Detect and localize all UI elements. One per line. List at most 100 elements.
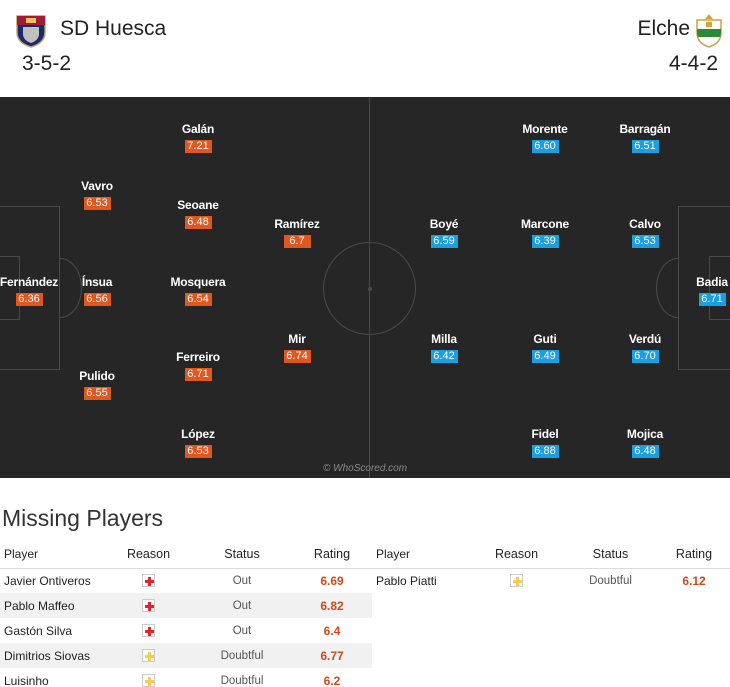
header-player[interactable]: Player — [0, 540, 105, 569]
player-rating: 6.88 — [531, 445, 559, 458]
whoscored-watermark: © WhoScored.com — [323, 463, 408, 474]
injury-icon[interactable] — [142, 624, 155, 637]
elche-crest-icon[interactable] — [692, 12, 726, 48]
missing-status: Out — [232, 574, 252, 587]
player-rating: 6.71 — [184, 368, 212, 381]
player-rating: 6.48 — [631, 445, 659, 458]
missing-player-name[interactable]: Pablo Maffeo — [0, 593, 105, 618]
missing-status: Out — [192, 593, 292, 618]
away-player[interactable]: Guti 6.49 — [505, 332, 585, 364]
player-name: Ferreiro — [176, 350, 220, 364]
missing-rating: 6.4 — [323, 623, 341, 638]
away-player[interactable]: Badia 6.71 — [672, 275, 730, 307]
player-rating: 6.53 — [631, 235, 659, 248]
player-name: Vavro — [81, 179, 113, 193]
injury-icon[interactable] — [142, 574, 155, 588]
player-name: Ramírez — [274, 217, 320, 231]
player-rating: 6.54 — [184, 293, 212, 306]
away-team-name[interactable]: Elche — [637, 17, 690, 40]
home-player[interactable]: Seoane 6.48 — [158, 198, 238, 230]
header-reason[interactable]: Reason — [105, 540, 192, 569]
header-reason[interactable]: Reason — [470, 540, 563, 569]
home-player[interactable]: Mosquera 6.54 — [158, 275, 238, 307]
missing-player-name[interactable]: Dimitrios Siovas — [0, 643, 105, 668]
missing-rating: 6.77 — [292, 643, 372, 668]
table-row: Pablo Maffeo Out 6.82 — [0, 593, 372, 618]
center-spot — [368, 287, 372, 291]
doubt-icon[interactable] — [510, 574, 523, 588]
player-name: Guti — [533, 332, 557, 346]
missing-status: Out — [232, 624, 252, 637]
away-formation: 4-4-2 — [668, 52, 718, 75]
header-player[interactable]: Player — [372, 540, 470, 569]
player-name: Verdú — [628, 332, 662, 346]
header-rating[interactable]: Rating — [658, 540, 730, 569]
player-name: Badia — [696, 275, 728, 289]
player-name: Morente — [522, 122, 568, 136]
missing-status: Doubtful — [192, 643, 292, 668]
player-rating: 6.51 — [631, 140, 659, 153]
missing-player-name[interactable]: Gastón Silva — [4, 623, 73, 638]
missing-player-name[interactable]: Pablo Piatti — [376, 573, 437, 588]
match-header: SD Huesca 3-5-2 Elche 4-4-2 — [0, 0, 730, 93]
player-rating: 6.70 — [631, 350, 659, 363]
player-name: Milla — [431, 332, 457, 346]
player-name: Galán — [181, 122, 215, 136]
home-player[interactable]: Ferreiro 6.71 — [158, 350, 238, 382]
table-row: Pablo Piatti Doubtful 6.12 — [372, 568, 730, 593]
player-name: Boyé — [429, 217, 459, 231]
away-penalty-area — [678, 206, 730, 370]
player-rating: 6.60 — [531, 140, 559, 153]
player-rating: 6.36 — [15, 293, 43, 306]
player-rating: 6.7 — [283, 235, 311, 248]
away-player[interactable]: Barragán 6.51 — [605, 122, 685, 154]
player-rating: 6.42 — [430, 350, 458, 363]
player-rating: 6.49 — [531, 350, 559, 363]
player-name: Mosquera — [170, 275, 226, 289]
player-rating: 6.59 — [430, 235, 458, 248]
player-name: Barragán — [619, 122, 671, 136]
doubt-icon[interactable] — [142, 674, 155, 687]
missing-rating: 6.82 — [292, 593, 372, 618]
missing-player-name[interactable]: Luisinho — [4, 673, 49, 687]
missing-status: Doubtful — [589, 574, 632, 587]
sd-huesca-crest-icon[interactable] — [14, 12, 48, 48]
player-rating: 6.48 — [184, 216, 212, 229]
center-circle — [323, 242, 416, 335]
away-player[interactable]: Morente 6.60 — [505, 122, 585, 154]
away-player[interactable]: Milla 6.42 — [404, 332, 484, 364]
away-goal-area — [709, 256, 730, 320]
player-name: Marcone — [521, 217, 569, 231]
home-player[interactable]: Ramírez 6.7 — [257, 217, 337, 249]
away-player[interactable]: Boyé 6.59 — [404, 217, 484, 249]
player-rating: 6.71 — [698, 293, 726, 306]
player-name: Mojica — [626, 427, 664, 441]
home-player[interactable]: Vavro 6.53 — [57, 179, 137, 211]
header-status[interactable]: Status — [563, 540, 658, 569]
player-rating: 6.53 — [83, 197, 111, 210]
reason-cell — [105, 593, 192, 618]
player-name: Seoane — [177, 198, 219, 212]
missing-rating: 6.2 — [323, 673, 341, 687]
away-player[interactable]: Verdú 6.70 — [605, 332, 685, 364]
home-team-name[interactable]: SD Huesca — [60, 17, 167, 40]
injury-icon[interactable] — [142, 599, 155, 612]
player-name: Mir — [288, 332, 306, 346]
player-rating: 6.55 — [83, 387, 111, 400]
doubt-icon[interactable] — [142, 649, 155, 662]
missing-status: Doubtful — [220, 674, 264, 687]
missing-player-name[interactable]: Javier Ontiveros — [4, 573, 91, 588]
header-status[interactable]: Status — [192, 540, 292, 569]
away-player[interactable]: Mojica 6.48 — [605, 427, 685, 459]
header-rating[interactable]: Rating — [292, 540, 372, 569]
